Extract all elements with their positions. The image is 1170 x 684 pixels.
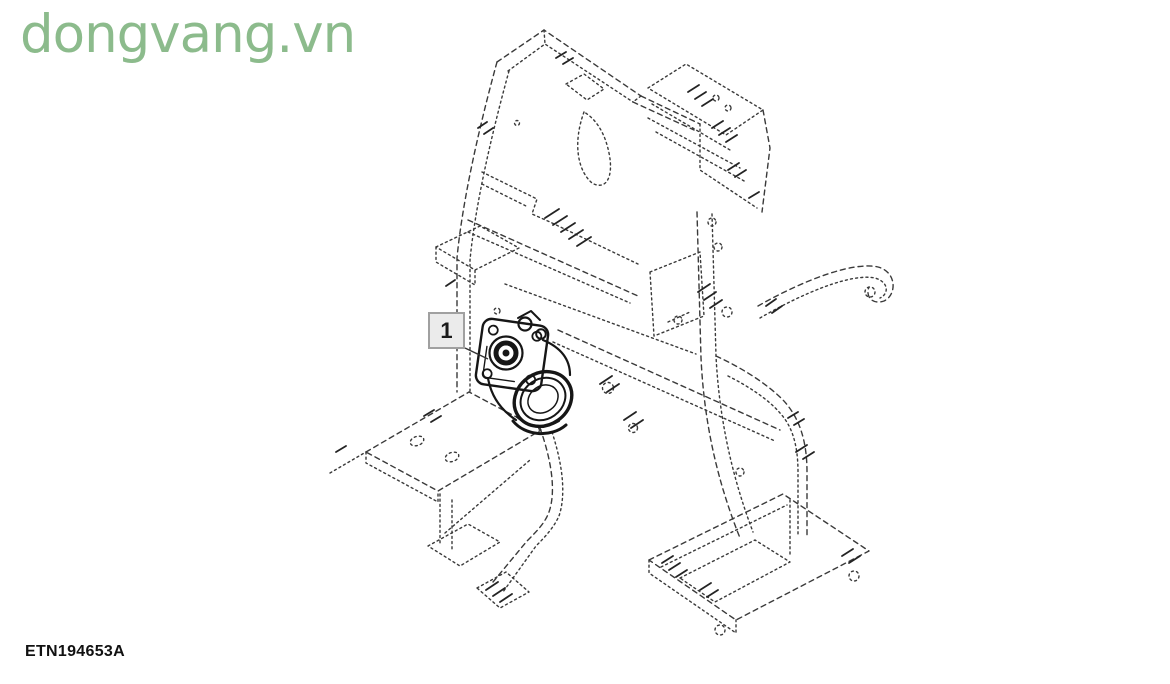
callout-leader-line [464, 347, 489, 360]
support-frame-outline [329, 29, 894, 636]
hatch-marks [335, 51, 861, 603]
watermark-text: dongvang.vn [20, 4, 356, 65]
callout-1[interactable]: 1 [428, 312, 465, 349]
figure-code: ETN194653A [25, 643, 125, 660]
hydraulic-pump-drawing [474, 310, 574, 436]
frame-holes [409, 94, 876, 636]
